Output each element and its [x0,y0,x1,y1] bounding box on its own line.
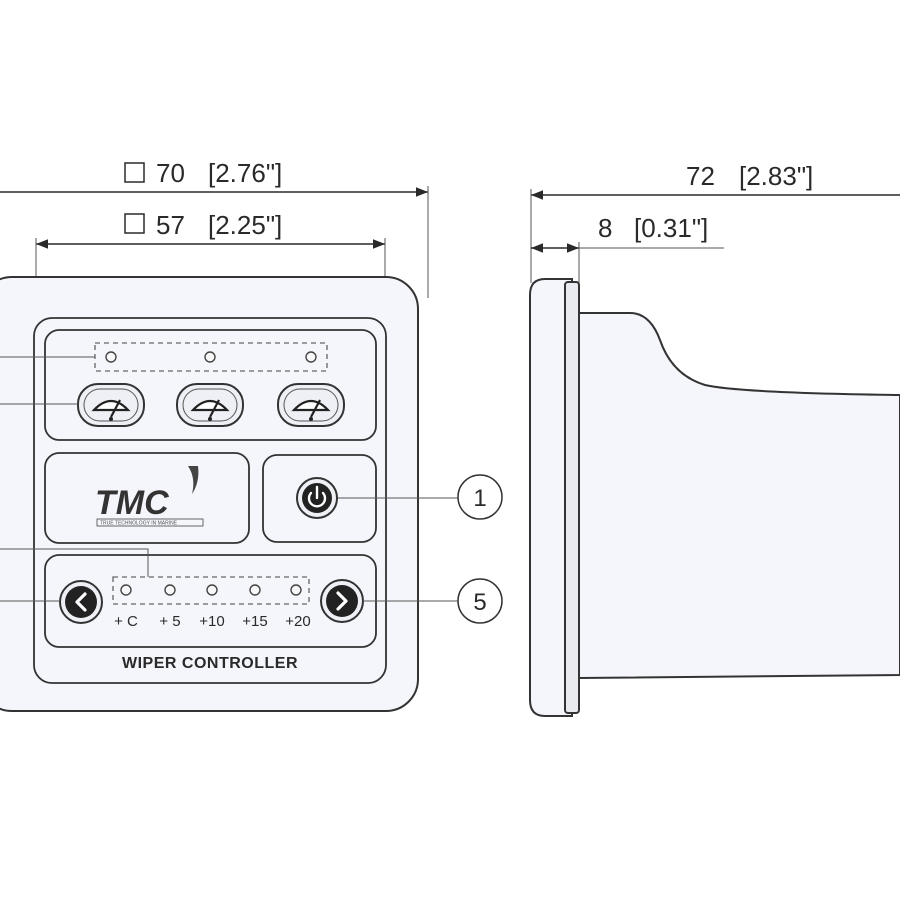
logo-text: TMC [95,484,169,522]
logo-tagline: TRUE TECHNOLOGY IN MARINE [100,521,178,527]
flange-inches: [0.31"] [634,213,708,243]
chevron-left-icon [65,586,97,618]
leader-delay-leds [0,548,149,577]
outer-width-dimension: 70 [2.76"] [0,158,429,298]
side-bezel [529,278,573,717]
delay-label-2: + 5 [159,613,180,630]
power-button[interactable] [296,477,338,519]
depth-value: 72 [686,161,715,191]
wiper-icon [190,399,230,421]
delay-decrease-button[interactable] [59,580,103,624]
callout-power: 1 [338,474,503,520]
delay-increase-button[interactable] [320,579,364,623]
panel-title: WIPER CONTROLLER [122,655,298,672]
delay-label-5: +20 [285,613,310,630]
callout-power-number: 1 [473,485,486,512]
side-flange [564,281,580,714]
depth-inches: [2.83"] [739,161,813,191]
wiper-button-3[interactable] [277,383,345,427]
side-body [578,312,900,680]
delay-led-4 [249,584,261,596]
callout-right-arrow: 5 [363,578,503,624]
wiper-led-3 [305,351,317,363]
delay-label-4: +15 [242,613,267,630]
outer-width-value: 70 [156,158,185,188]
wiper-button-2[interactable] [176,383,244,427]
delay-led-2 [164,584,176,596]
logo-tagline-frame [96,518,204,527]
flange-value: 8 [598,213,612,243]
wiper-led-1 [105,351,117,363]
delay-label-3: +10 [199,613,224,630]
delay-led-1 [120,584,132,596]
inner-width-inches: [2.25"] [208,210,282,240]
square-symbol-icon [124,162,145,183]
delay-label-1: + C [114,613,138,630]
brand-logo: TMC TRUE TECHNOLOGY IN MARINE [95,466,204,527]
depth-dimension: 72 [2.83"] [530,161,900,283]
inner-width-value: 57 [156,210,185,240]
outer-width-inches: [2.76"] [208,158,282,188]
wiper-icon [91,399,131,421]
delay-led-frame [112,576,310,605]
square-symbol-icon [124,213,145,234]
delay-led-3 [206,584,218,596]
delay-led-5 [290,584,302,596]
wiper-button-1[interactable] [77,383,145,427]
flange-dimension: 8 [0.31"] [531,213,724,283]
wiper-icon [291,399,331,421]
wiper-led-2 [204,351,216,363]
inner-width-dimension: 57 [2.25"] [35,210,386,318]
chevron-right-icon [326,585,358,617]
logo-feather-icon [188,466,199,494]
callout-right-arrow-number: 5 [473,589,486,616]
